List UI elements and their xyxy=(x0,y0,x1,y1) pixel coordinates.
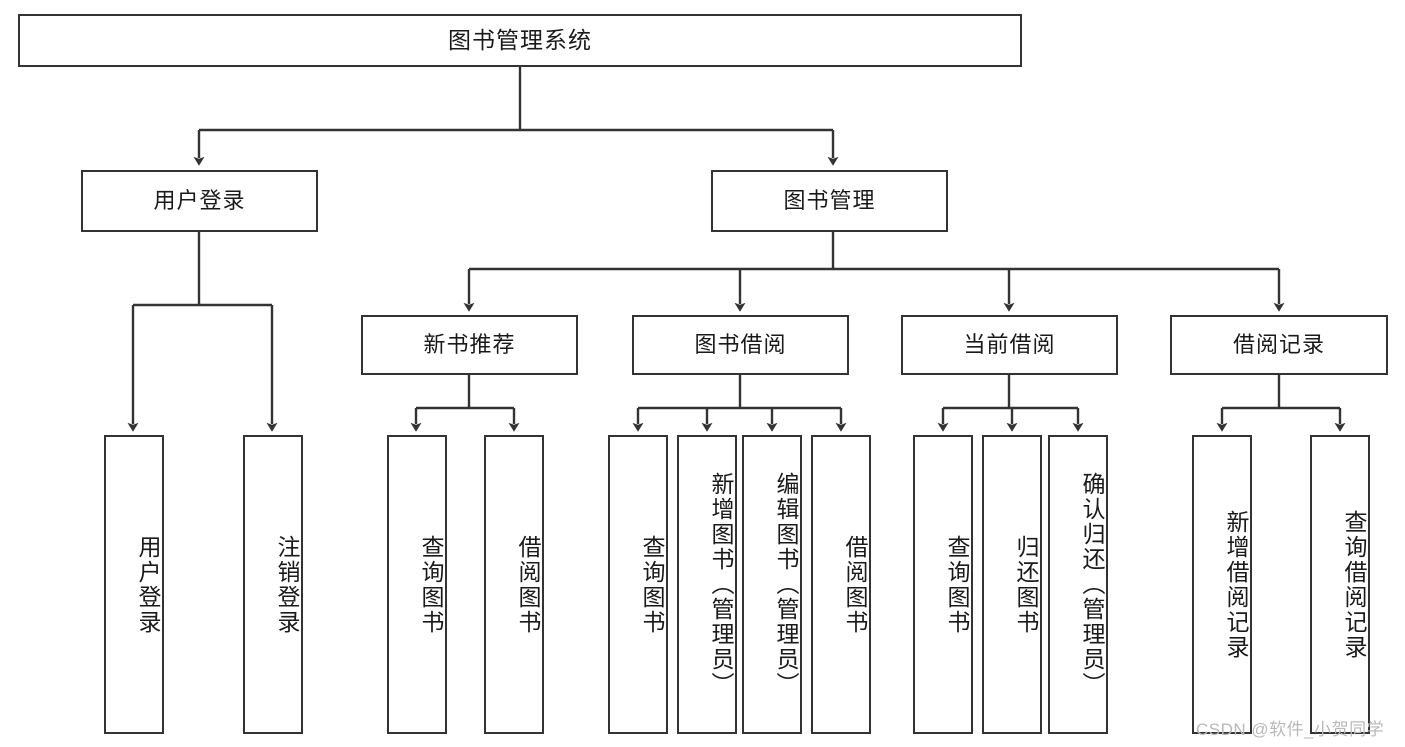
node-label: 借阅记录 xyxy=(1232,331,1325,357)
leaf-user-login[interactable]: 用户登录 xyxy=(104,435,164,734)
node-label: 查询图书 xyxy=(418,534,444,635)
leaf-borrow-book-recommend[interactable]: 借阅图书 xyxy=(484,435,544,734)
leaf-logout[interactable]: 注销登录 xyxy=(243,435,303,734)
node-label: 新增图书（管理员） xyxy=(708,472,734,697)
node-label: 新增借阅记录 xyxy=(1223,509,1249,660)
leaf-borrow-book[interactable]: 借阅图书 xyxy=(811,435,871,734)
node-label: 查询图书 xyxy=(944,534,970,635)
leaf-edit-book-admin[interactable]: 编辑图书（管理员） xyxy=(742,435,802,734)
leaf-return-book[interactable]: 归还图书 xyxy=(982,435,1042,734)
node-label: 用户登录 xyxy=(153,187,246,213)
node-current-borrow[interactable]: 当前借阅 xyxy=(901,315,1118,375)
node-new-book-recommend[interactable]: 新书推荐 xyxy=(361,315,578,375)
leaf-query-book-current[interactable]: 查询图书 xyxy=(913,435,973,734)
leaf-query-book-borrow[interactable]: 查询图书 xyxy=(608,435,668,734)
node-label: 归还图书 xyxy=(1013,534,1039,635)
node-label: 图书管理系统 xyxy=(448,26,592,53)
leaf-add-borrow-record[interactable]: 新增借阅记录 xyxy=(1192,435,1252,734)
node-label: 查询借阅记录 xyxy=(1341,509,1367,660)
node-label: 查询图书 xyxy=(639,534,665,635)
node-root-system[interactable]: 图书管理系统 xyxy=(18,14,1022,67)
leaf-query-book-recommend[interactable]: 查询图书 xyxy=(387,435,447,734)
node-label: 图书借阅 xyxy=(694,331,787,357)
leaf-confirm-return-admin[interactable]: 确认归还（管理员） xyxy=(1048,435,1108,734)
node-label: 编辑图书（管理员） xyxy=(773,472,799,697)
leaf-query-borrow-record[interactable]: 查询借阅记录 xyxy=(1310,435,1370,734)
node-label: 图书管理 xyxy=(783,187,876,213)
node-label: 借阅图书 xyxy=(515,534,541,635)
node-label: 用户登录 xyxy=(135,534,161,635)
node-user-login[interactable]: 用户登录 xyxy=(81,170,318,232)
node-label: 注销登录 xyxy=(274,534,300,635)
node-borrow-record[interactable]: 借阅记录 xyxy=(1170,315,1388,375)
csdn-watermark: CSDN @软件_小贺同学 xyxy=(1196,720,1385,739)
node-label: 借阅图书 xyxy=(842,534,868,635)
leaf-add-book-admin[interactable]: 新增图书（管理员） xyxy=(677,435,737,734)
node-label: 确认归还（管理员） xyxy=(1079,472,1105,697)
node-book-management[interactable]: 图书管理 xyxy=(711,170,948,232)
node-label: 新书推荐 xyxy=(423,331,516,357)
node-label: 当前借阅 xyxy=(963,331,1056,357)
node-book-borrow[interactable]: 图书借阅 xyxy=(632,315,849,375)
